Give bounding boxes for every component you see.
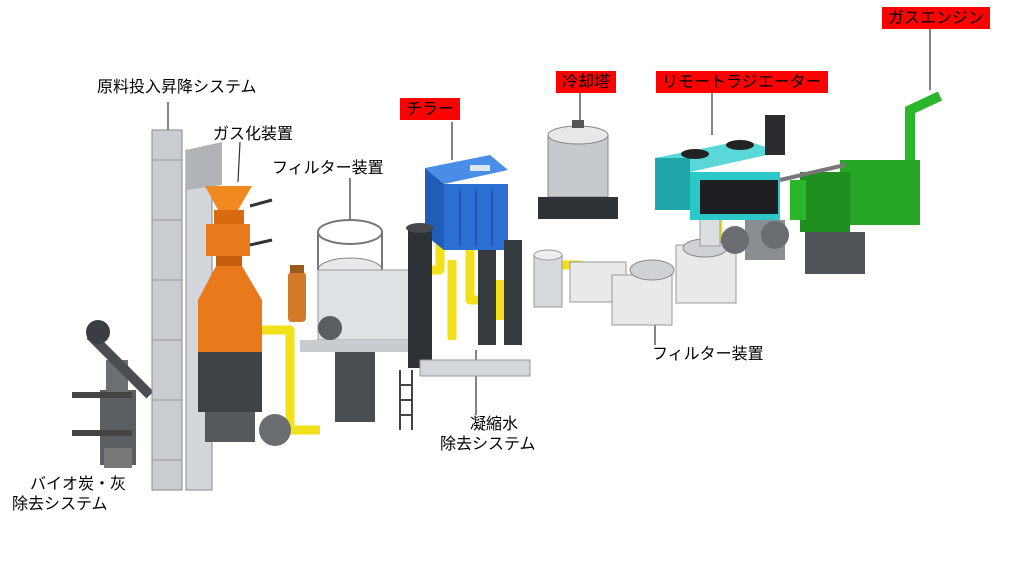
label-feed-lift-system: 原料投入昇降システム [97,77,257,96]
buffer-tank [533,249,563,308]
label-biochar-removal: バイオ炭・灰 除去システム [12,474,127,514]
label-gasifier: ガス化装置 [213,124,294,143]
label-biochar-line2: 除去システム [12,494,108,513]
label-filter-unit-2: フィルター装置 [652,344,764,363]
label-cooling-tower: 冷却塔 [556,71,617,93]
label-biochar-line1: バイオ炭・灰 [30,474,127,493]
label-condensate-removal: 凝縮水 除去システム [440,414,536,454]
filter-unit-1 [300,219,430,422]
label-condensate-line1: 凝縮水 [470,414,519,433]
gasifier [198,186,273,442]
label-filter-unit-1: フィルター装置 [272,158,384,177]
label-remote-radiator: リモートラジエーター [656,71,828,93]
label-condensate-line2: 除去システム [440,434,536,453]
biochar-removal-system [72,320,154,468]
leader-gasifier [237,141,241,183]
filter-unit-2 [569,211,737,326]
chiller-unit [425,155,508,250]
cooling-tower [538,120,618,219]
blowers [259,221,789,446]
label-gas-engine: ガスエンジン [882,7,991,29]
condensate-columns [399,223,531,430]
remote-radiator [655,115,785,220]
label-chiller: チラー [400,98,461,120]
scrubber-vessel [288,265,306,322]
